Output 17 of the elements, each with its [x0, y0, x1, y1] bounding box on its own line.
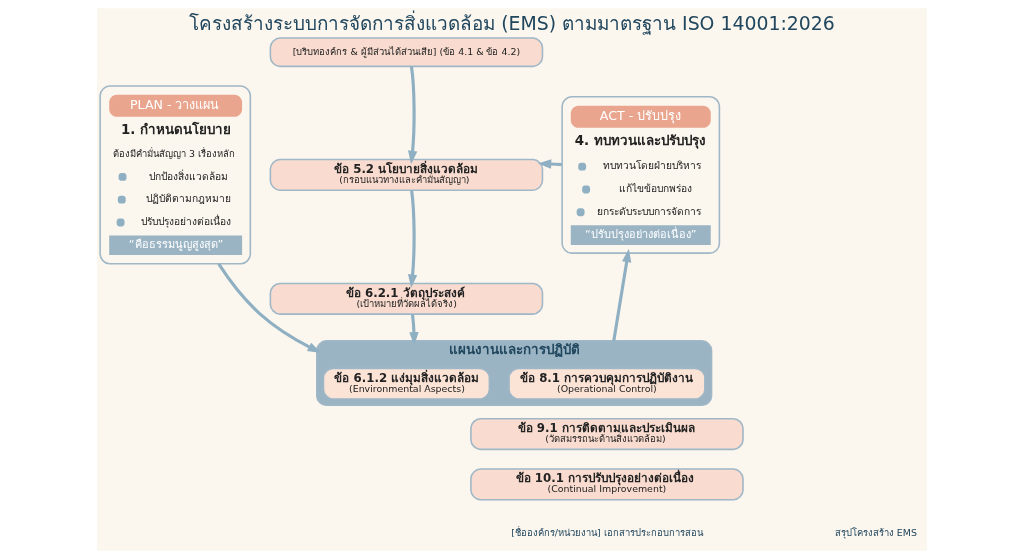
node-box: PLAN - วางแผน 1. กำหนดนโยบาย ต้องมีคำมั่นสัญญา 3 เรื่องหลัก ปกป้องสิ่งแวดล้อม ปฏิบัติตามกฎหมาย ปรับปรุงอย่างต่อเนื่อง “คือธรรมนูญสูงสุด”	[99, 85, 252, 265]
label: สรุปโครงสร้าง EMS	[834, 526, 917, 538]
node-box: [บริบทองค์กร & ผู้มีส่วนได้ส่วนเสีย] (ข้อ 4.1 & ข้อ 4.2)	[269, 37, 544, 68]
node-box: ข้อ 5.2 นโยบายสิ่งแวดล้อม (กรอบแนวทางและคำมั่นสัญญา)	[269, 158, 544, 192]
node-box: ACT - ปรับปรุง 4. ทบทวนและปรับปรุง ทบทวนโดยฝ่ายบริหาร แก้ไขข้อบกพร่อง ยกระดับระบบการจัดการ “ปรับปรุงอย่างต่อเนื่อง”	[561, 95, 721, 254]
arrow	[409, 314, 419, 346]
node-box: ข้อ 10.1 การปรับปรุงอย่างต่อเนื่อง (Continual Improvement)	[470, 468, 744, 501]
label: [ชื่อองค์กร/หน่วยงาน] เอกสารประกอบการสอน	[511, 526, 703, 538]
node-box: ข้อ 9.1 การติดตามและประเมินผล (วัดสมรรถนะด้านสิ่งแวดล้อม)	[470, 417, 744, 451]
arrow	[407, 190, 418, 288]
node-box: ข้อ 6.1.2 แง่มุมสิ่งแวดล้อม (Environmental Aspects)	[322, 367, 491, 400]
diagram-title: โครงสร้างระบบการจัดการสิ่งแวดล้อม (EMS) ตามมาตรฐาน ISO 14001:2026	[189, 11, 835, 34]
node-box: ข้อ 8.1 การควบคุมการปฏิบัติงาน (Operational Control)	[508, 367, 706, 400]
node-box: ข้อ 6.2.1 วัตถุประสงค์ (เป้าหมายที่วัดผลได้จริง)	[269, 282, 544, 315]
arrow	[217, 263, 322, 353]
arrow	[407, 66, 418, 165]
arrow	[612, 248, 632, 342]
